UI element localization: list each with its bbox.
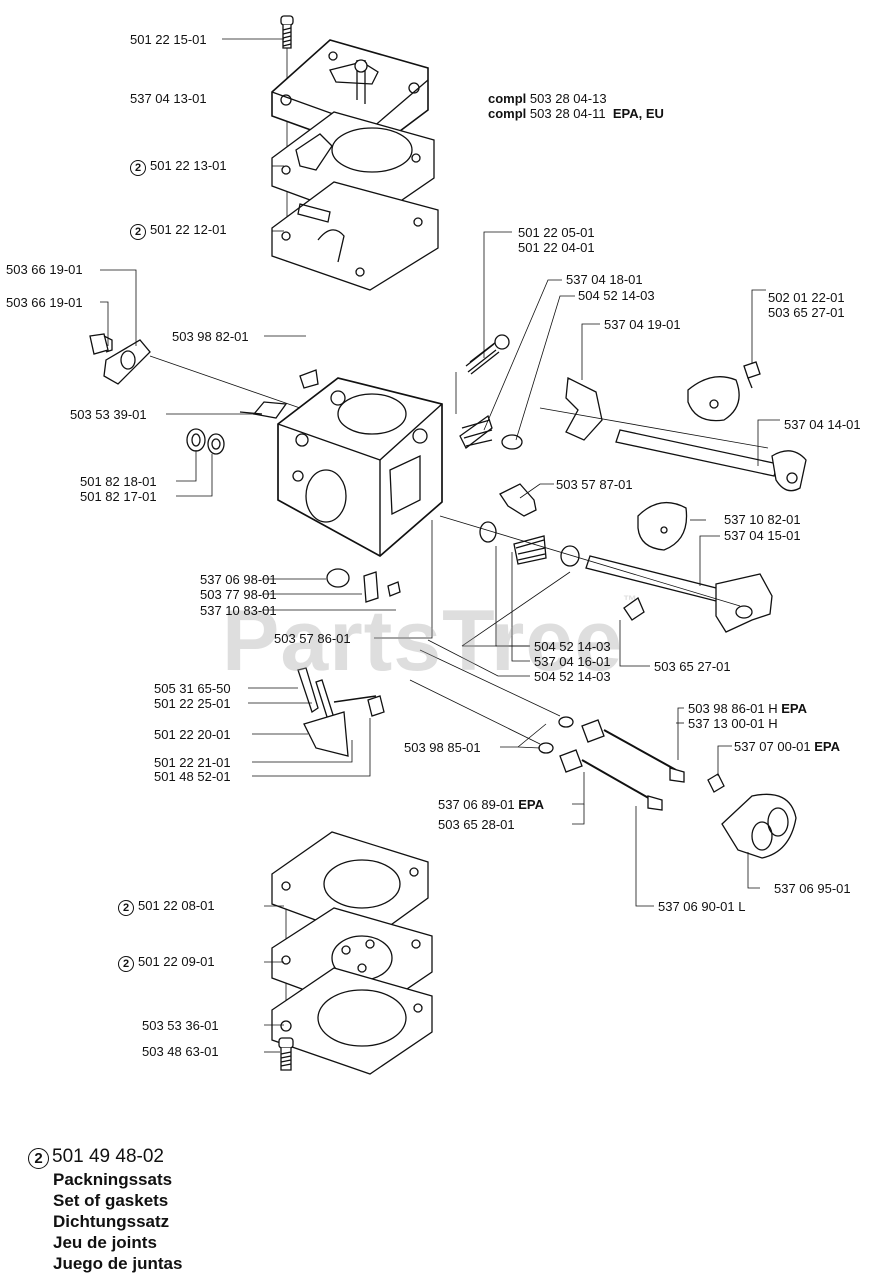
part-label: 503 57 86-01 bbox=[274, 631, 351, 646]
inlet-needle-spring-group bbox=[455, 334, 537, 517]
gasket-kit-desc-de: Dichtungssatz bbox=[53, 1212, 170, 1231]
part-label: 503 65 27-01 bbox=[654, 659, 731, 674]
adjustment-screws bbox=[409, 649, 797, 859]
part-label: 501 22 20-01 bbox=[154, 727, 231, 742]
parts-tree-watermark: PartsTree™ bbox=[222, 592, 639, 689]
part-label: 503 65 27-01 bbox=[768, 305, 845, 320]
leader-lines bbox=[100, 38, 780, 1053]
gasket-kit-desc-fr: Jeu de joints bbox=[53, 1233, 157, 1252]
part-label: 537 06 89-01 EPA bbox=[438, 797, 545, 812]
assembly-number-epa-eu: compl 503 28 04-11 EPA, EU bbox=[488, 106, 664, 121]
part-label: 537 13 00-01 H bbox=[688, 716, 778, 731]
assembly-number-eu: compl 503 28 04-13 bbox=[488, 91, 607, 106]
part-label: 503 66 19-01 bbox=[6, 295, 83, 310]
part-label: 537 04 16-01 bbox=[534, 654, 611, 669]
carburetor-body bbox=[239, 369, 443, 558]
plug-and-seat bbox=[326, 568, 401, 603]
part-label: 537 06 98-01 bbox=[200, 572, 277, 587]
part-label: 501 48 52-01 bbox=[154, 769, 231, 784]
part-label: 501 82 17-01 bbox=[80, 489, 157, 504]
part-label: 503 98 82-01 bbox=[172, 329, 249, 344]
gasket-kit-desc-es: Juego de juntas bbox=[53, 1254, 183, 1273]
part-label: 537 04 15-01 bbox=[724, 528, 801, 543]
part-label: 501 22 15-01 bbox=[130, 32, 207, 47]
part-label: 501 22 04-01 bbox=[518, 240, 595, 255]
part-label: 502 01 22-01 bbox=[768, 290, 845, 305]
part-label: 501 82 18-01 bbox=[80, 474, 157, 489]
part-label: 503 57 87-01 bbox=[556, 477, 633, 492]
bottom-plate bbox=[271, 831, 429, 941]
part-label: 504 52 14-03 bbox=[534, 639, 611, 654]
part-label: 537 07 00-01 EPA bbox=[734, 739, 841, 754]
part-label: 504 52 14-03 bbox=[534, 669, 611, 684]
part-label: 504 52 14-03 bbox=[578, 288, 655, 303]
part-label: 537 04 18-01 bbox=[566, 272, 643, 287]
part-label: 537 06 90-01 L bbox=[658, 899, 746, 914]
part-label: 503 98 86-01 H EPA bbox=[688, 701, 808, 716]
bottom-gasket-group bbox=[271, 831, 433, 1075]
choke-shaft-lower bbox=[439, 501, 773, 633]
part-label: 503 48 63-01 bbox=[142, 1044, 219, 1059]
part-label: 505 31 65-50 bbox=[154, 681, 231, 696]
throttle-shaft-upper bbox=[539, 361, 807, 492]
part-label: 503 53 36-01 bbox=[142, 1018, 219, 1033]
left-small-parts bbox=[89, 333, 301, 455]
part-label: 503 53 39-01 bbox=[70, 407, 147, 422]
gasket-kit-desc-en: Set of gaskets bbox=[53, 1191, 169, 1210]
part-label: 537 06 95-01 bbox=[774, 881, 851, 896]
part-label: 501 22 21-01 bbox=[154, 755, 231, 770]
cover-screw bbox=[280, 15, 294, 49]
part-label: 537 04 14-01 bbox=[784, 417, 861, 432]
part-label: 501 22 05-01 bbox=[518, 225, 595, 240]
part-label: 537 10 82-01 bbox=[724, 512, 801, 527]
bottom-cover bbox=[271, 967, 433, 1075]
part-label: 503 98 85-01 bbox=[404, 740, 481, 755]
part-label: 537 04 19-01 bbox=[604, 317, 681, 332]
upper-gasket bbox=[271, 111, 435, 223]
top-cover-group bbox=[271, 15, 439, 291]
part-label: 537 10 83-01 bbox=[200, 603, 277, 618]
part-label: 501 22 25-01 bbox=[154, 696, 231, 711]
bottom-screw bbox=[278, 1037, 294, 1071]
lower-diaphragm bbox=[271, 181, 439, 291]
part-label: 537 04 13-01 bbox=[130, 91, 207, 106]
needle-valve-assembly bbox=[297, 667, 385, 757]
gasket-kit-desc-sv: Packningssats bbox=[53, 1170, 173, 1189]
part-label: 503 77 98-01 bbox=[200, 587, 277, 602]
part-label: 503 66 19-01 bbox=[6, 262, 83, 277]
part-label: 503 65 28-01 bbox=[438, 817, 515, 832]
